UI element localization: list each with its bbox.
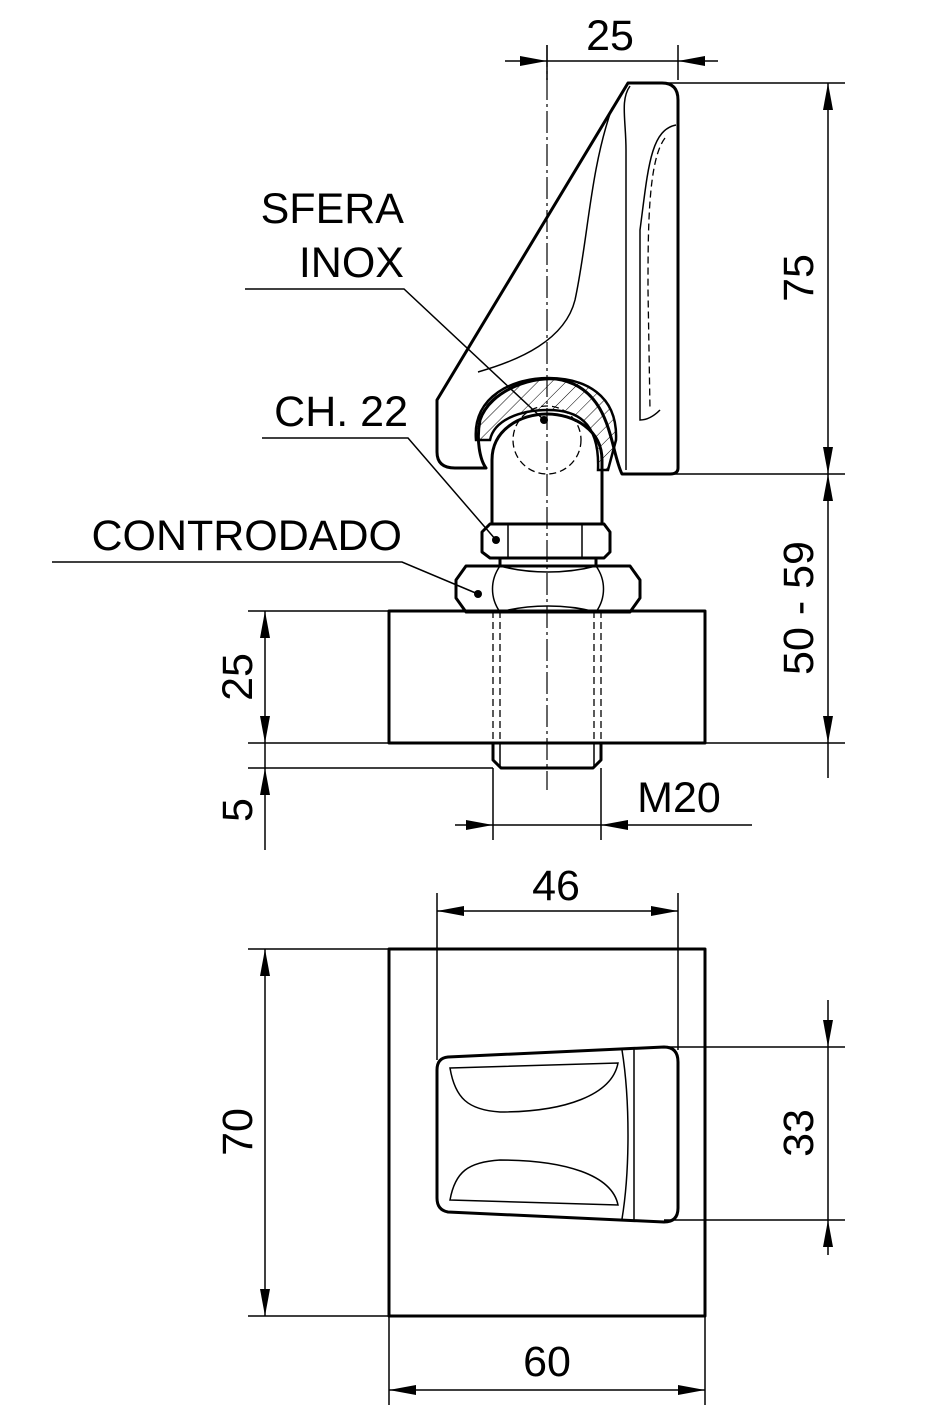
dim-thread-size: M20 bbox=[637, 774, 721, 822]
dim-base-thickness: 25 bbox=[214, 653, 262, 701]
base-block bbox=[387, 609, 707, 745]
dim-handle-top-depth-arrow-top bbox=[823, 1020, 833, 1047]
dim-base-thickness-arrow-bottom bbox=[260, 716, 270, 743]
leader-wrench bbox=[262, 437, 497, 541]
leader-locknut bbox=[52, 561, 479, 595]
dim-base-depth-arrow-bottom bbox=[260, 1289, 270, 1316]
handle-slope-edge bbox=[477, 107, 613, 373]
lock-nut-chamfer bbox=[499, 565, 597, 613]
dim-handle-height: 75 bbox=[775, 254, 823, 302]
leader-ball bbox=[245, 288, 545, 421]
dim-base-width-arrow-right bbox=[678, 1385, 705, 1395]
dim-handle-width-arrow-left bbox=[520, 56, 547, 66]
dim-handle-height-arrow-top bbox=[823, 83, 833, 110]
dim-total-height-arrow-top bbox=[823, 474, 833, 501]
dim-base-depth-arrow-top bbox=[260, 949, 270, 976]
handle-top-grip-upper bbox=[449, 1062, 619, 1113]
dim-handle-width: 25 bbox=[586, 12, 634, 60]
dim-base-width-arrow-left bbox=[389, 1385, 416, 1395]
dim-base-thickness-arrow-top bbox=[260, 611, 270, 638]
base-top-view bbox=[387, 947, 707, 1318]
handle-inner-edge bbox=[623, 85, 631, 470]
dim-handle-top-width: 46 bbox=[532, 862, 580, 910]
dim-thread-size-arrow-right bbox=[601, 820, 628, 830]
handle-finger-groove bbox=[639, 124, 677, 421]
front-dimensions: 25 75 50 - 59 25 5 M20 bbox=[214, 12, 845, 850]
dim-thread-protrusion: 5 bbox=[214, 798, 262, 822]
hex-nut-ch22 bbox=[480, 522, 612, 560]
leader-notes: SFERA INOX CH. 22 CONTRODADO bbox=[52, 185, 545, 595]
handle-top-view bbox=[435, 1045, 680, 1224]
dim-total-height-arrow-bottom bbox=[823, 716, 833, 743]
front-view bbox=[387, 45, 707, 790]
handle-top-grip-lower bbox=[449, 1159, 619, 1206]
dim-handle-top-depth-arrow-bottom bbox=[823, 1220, 833, 1247]
dim-handle-top-width-arrow-right bbox=[651, 906, 678, 916]
dim-handle-height-arrow-bottom bbox=[823, 447, 833, 474]
dim-base-width: 60 bbox=[523, 1338, 571, 1386]
handle-hidden-groove bbox=[647, 137, 666, 411]
dim-total-height: 50 - 59 bbox=[775, 541, 823, 675]
note-locknut: CONTRODADO bbox=[91, 512, 402, 560]
socket-hatched-section bbox=[474, 376, 618, 472]
stud-body bbox=[490, 412, 604, 524]
lock-nut-facet-left bbox=[491, 565, 501, 613]
note-ball-line1: SFERA bbox=[261, 185, 405, 233]
dim-base-depth: 70 bbox=[214, 1108, 262, 1156]
dim-thread-size-arrow-left bbox=[466, 820, 493, 830]
thread-end bbox=[491, 743, 603, 770]
top-view bbox=[387, 947, 707, 1318]
note-wrench: CH. 22 bbox=[274, 388, 408, 436]
dim-handle-width-arrow-right bbox=[678, 56, 705, 66]
handle-top-groove-edge bbox=[621, 1049, 629, 1220]
dim-handle-top-width-arrow-left bbox=[437, 906, 464, 916]
top-dimensions: 46 70 33 60 bbox=[214, 862, 845, 1405]
lock-nut bbox=[454, 564, 642, 614]
note-ball-line2: INOX bbox=[299, 239, 404, 287]
dim-handle-top-depth: 33 bbox=[775, 1109, 823, 1157]
ball-hidden bbox=[512, 405, 582, 475]
dim-thread-protrusion-arrow bbox=[260, 768, 270, 795]
lock-nut-facet-right bbox=[595, 565, 605, 613]
